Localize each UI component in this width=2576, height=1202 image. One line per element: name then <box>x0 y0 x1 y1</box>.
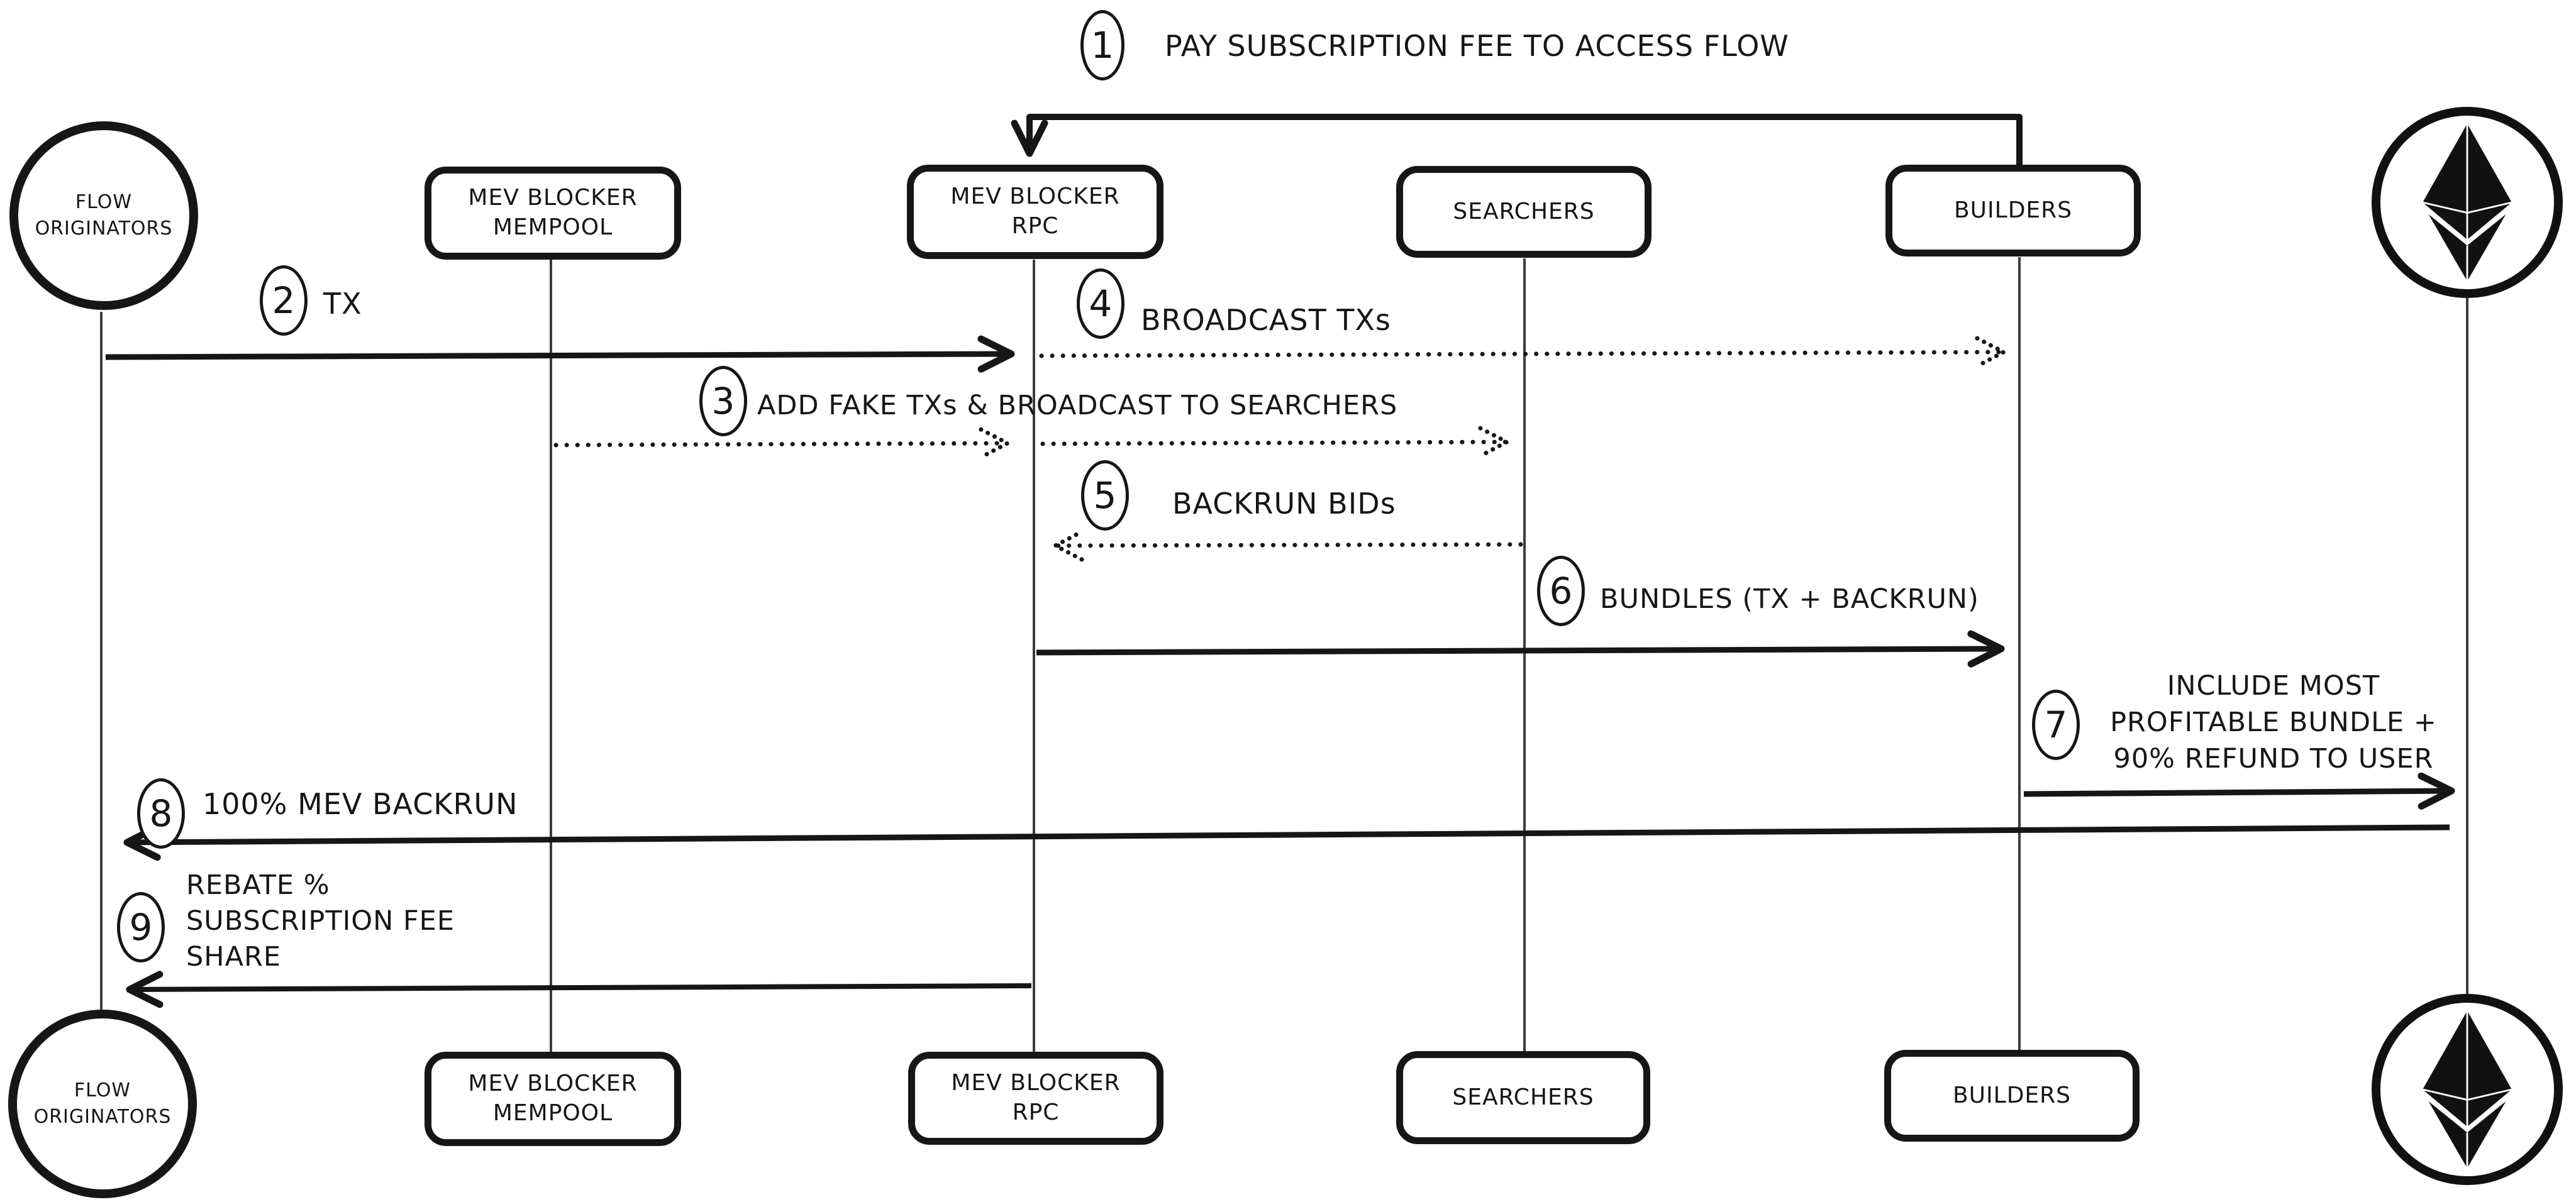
ethereum-icon <box>2422 123 2512 282</box>
actor-label: BUILDERS <box>1952 1082 2072 1108</box>
step-2-label: TX <box>323 286 362 321</box>
step-3-badge: 3 <box>699 366 747 436</box>
actor-mev-blocker-mempool-bottom: MEV BLOCKER MEMPOOL <box>425 1052 681 1146</box>
step-number: 1 <box>1091 24 1114 67</box>
step-1-badge: 1 <box>1080 10 1124 80</box>
step-7-label: INCLUDE MOST PROFITABLE BUNDLE + 90% REF… <box>2110 670 2437 775</box>
step-9-label: REBATE % SUBSCRIPTION FEE SHARE <box>186 869 455 973</box>
actor-mev-blocker-rpc-top: MEV BLOCKER RPC <box>907 165 1163 259</box>
step-9-badge: 9 <box>117 892 165 962</box>
actor-label: SEARCHERS <box>1453 198 1595 224</box>
actor-builders-bottom: BUILDERS <box>1884 1050 2140 1142</box>
arrow-rebate-share <box>126 971 1032 1008</box>
step-7-badge: 7 <box>2032 690 2080 760</box>
step-1-label: PAY SUBSCRIPTION FEE TO ACCESS FLOW <box>1165 28 1789 63</box>
actor-label: MEV BLOCKER RPC <box>951 1070 1121 1125</box>
actor-searchers-bottom: SEARCHERS <box>1396 1051 1650 1144</box>
arrow-tx <box>105 335 1015 373</box>
actor-label: MEV BLOCKER MEMPOOL <box>468 1071 638 1126</box>
step-8-label: 100% MEV BACKRUN <box>203 786 518 821</box>
arrow-add-fake-txs-b <box>1040 442 1507 444</box>
actor-ethereum-bottom <box>2372 994 2563 1185</box>
actor-flow-originators-top: FLOW ORIGINATORS <box>9 121 198 310</box>
step-number: 4 <box>1089 282 1113 325</box>
step-2-badge: 2 <box>260 265 308 336</box>
actor-searchers-top: SEARCHERS <box>1396 166 1652 258</box>
step-8-badge: 8 <box>137 778 185 849</box>
step-4-badge: 4 <box>1077 268 1124 339</box>
actor-label: FLOW ORIGINATORS <box>35 191 173 240</box>
step-number: 8 <box>149 792 173 835</box>
actor-label: MEV BLOCKER MEMPOOL <box>468 185 638 240</box>
arrow-pay-subscription-fee <box>1011 114 2023 165</box>
step-6-badge: 6 <box>1537 556 1585 626</box>
step-5-badge: 5 <box>1081 460 1129 531</box>
arrow-bundles <box>1036 630 2005 668</box>
step-6-label: BUNDLES (TX + BACKRUN) <box>1600 583 1979 615</box>
arrow-broadcast-txs <box>1039 352 2004 356</box>
arrow-add-fake-txs-a <box>553 443 1008 445</box>
actor-builders-top: BUILDERS <box>1885 165 2141 256</box>
step-number: 3 <box>711 380 735 422</box>
actor-mev-blocker-rpc-bottom: MEV BLOCKER RPC <box>908 1052 1163 1145</box>
step-number: 6 <box>1549 570 1573 612</box>
actor-label: BUILDERS <box>1953 197 2073 223</box>
step-number: 7 <box>2044 703 2068 746</box>
step-3-label: ADD FAKE TXs & BROADCAST TO SEARCHERS <box>757 390 1398 421</box>
actor-mev-blocker-mempool-top: MEV BLOCKER MEMPOOL <box>425 167 681 260</box>
step-number: 9 <box>129 906 153 949</box>
ethereum-icon <box>2422 1010 2512 1169</box>
arrow-mev-backrun <box>123 824 2450 861</box>
actor-ethereum-top <box>2372 107 2563 298</box>
actor-label: FLOW ORIGINATORS <box>33 1079 172 1128</box>
actor-flow-originators-bottom: FLOW ORIGINATORS <box>8 1010 197 1198</box>
arrow-backrun-bids <box>1055 544 1523 546</box>
actor-label: MEV BLOCKER RPC <box>950 184 1120 239</box>
step-5-label: BACKRUN BIDs <box>1172 486 1396 521</box>
actor-label: SEARCHERS <box>1452 1084 1594 1110</box>
step-number: 5 <box>1093 474 1117 517</box>
step-4-label: BROADCAST TXs <box>1141 302 1391 337</box>
arrow-include-bundle <box>2023 772 2455 810</box>
step-number: 2 <box>272 279 296 322</box>
